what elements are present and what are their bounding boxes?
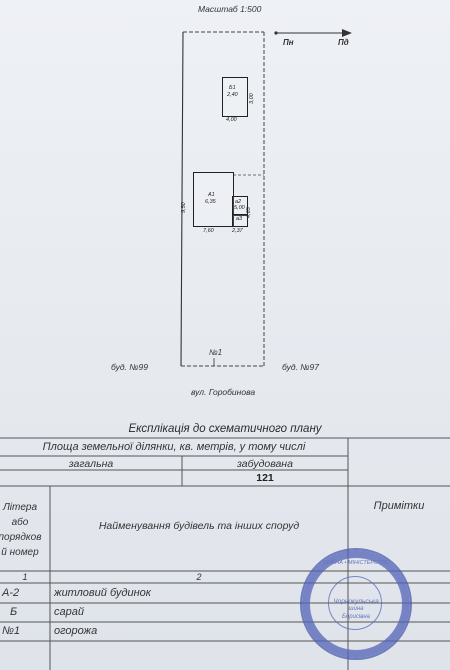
built-value: 121 (256, 472, 274, 484)
annex-a3: a3 (232, 214, 248, 227)
col-number-2: 2 (196, 572, 202, 582)
area-header: Площа земельної ділянки, кв. метрів, у т… (42, 441, 306, 453)
building-b1: Б1 2,40 (222, 77, 248, 117)
row3-code: №1 (2, 625, 21, 637)
total-label: загальна (68, 458, 114, 470)
seal-text-mid: Чорнокульська (333, 598, 379, 605)
building-b1-area: 2,40 (227, 92, 238, 98)
col3-header: Примітки (373, 500, 425, 512)
col2-header: Найменування будівель та інших споруд (98, 520, 300, 532)
building-b1-width: 4,00 (226, 117, 237, 123)
building-b1-label: Б1 (229, 85, 236, 91)
annex-a2-label: a2 (235, 199, 242, 205)
seal-text-bottom: Борисівна (341, 614, 371, 620)
annex-a2: a2 5,00 (232, 196, 248, 216)
col1-header-line1: Літера (2, 502, 38, 513)
seal-text-top: ЄРАЇНА • МІНІСТЕРСТВО (322, 560, 390, 566)
building-a1-bottom-dim: 7,60 (203, 228, 214, 234)
row2-code: Б (10, 606, 18, 618)
street-label: вул. Горобинова (191, 387, 256, 397)
explication-title: Експлікація до схематичного плану (128, 423, 322, 435)
row1-code: A-2 (2, 587, 20, 599)
row1-name: житловий будинок (54, 587, 151, 599)
plot-outline (180, 31, 265, 367)
neighbor-left: буд. №99 (111, 362, 148, 372)
annex-bottom-dim: 2,37 (232, 228, 243, 234)
col1-header-line4: й номер (1, 547, 39, 558)
scale-label: Масштаб 1:500 (198, 4, 262, 14)
row3-name: огорожа (54, 625, 98, 637)
building-a1-label: A1 (208, 192, 215, 198)
compass-north: Пн (283, 38, 294, 47)
col1-header-line2: або (11, 517, 29, 528)
official-seal: ЄРАЇНА • МІНІСТЕРСТВО Чорнокульська шина… (300, 548, 412, 660)
compass-south: Пд (338, 38, 349, 47)
fence-label: №1 (209, 348, 223, 357)
col1-header: Літера або порядков й номер (0, 500, 48, 560)
building-a1: A1 6,35 (193, 172, 234, 227)
seal-inner-ring (328, 576, 382, 630)
built-label: забудована (237, 458, 293, 470)
neighbor-right: буд. №97 (282, 362, 319, 372)
col-number-1: 1 (22, 572, 28, 582)
compass-arrow-icon (274, 29, 352, 37)
annex-a3-label: a3 (236, 216, 243, 222)
row2-name: сарай (54, 606, 84, 618)
col1-header-line3: порядков (0, 532, 42, 543)
annex-a2-area: 5,00 (234, 205, 245, 211)
building-a1-area: 6,35 (205, 199, 216, 205)
seal-text-mid2: шина (348, 606, 364, 612)
